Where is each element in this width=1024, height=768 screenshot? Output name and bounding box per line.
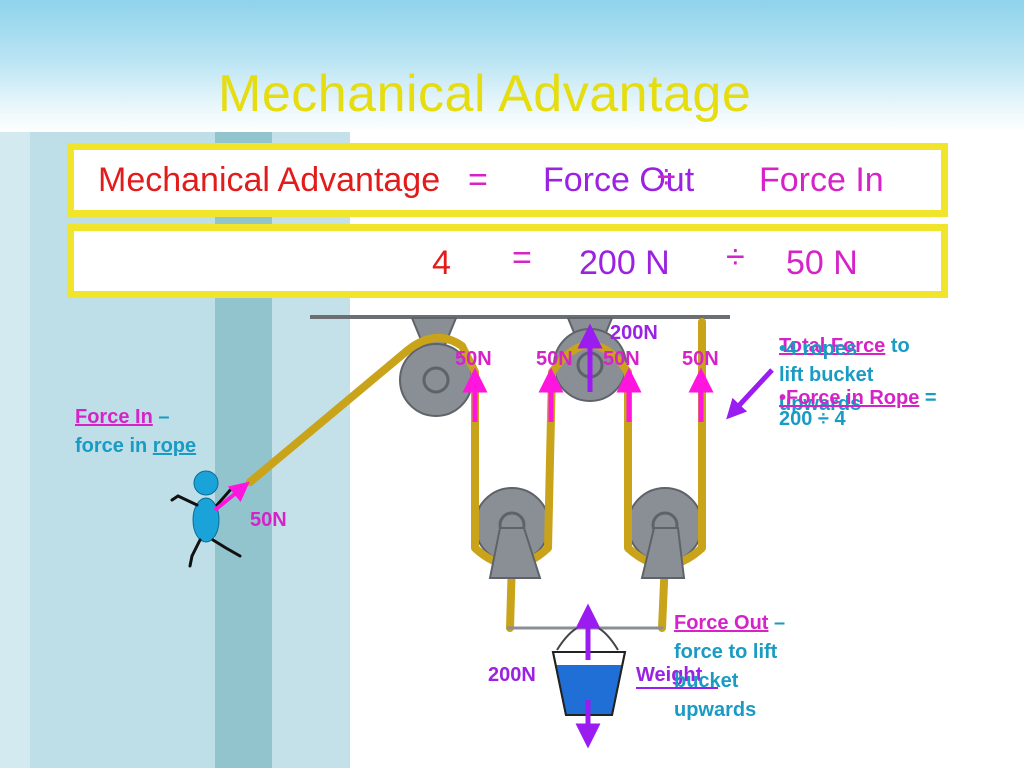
force-in-annotation: Force In – force in rope bbox=[75, 403, 196, 461]
force-in-dash: – bbox=[152, 406, 170, 428]
total-force-term: Total Force bbox=[779, 335, 886, 357]
total-force-line2: lift bucket bbox=[779, 364, 874, 386]
weight-force-label: 200N bbox=[488, 664, 536, 686]
rope-force-term: •Force in Rope bbox=[779, 387, 920, 409]
bottom-bracket-left bbox=[488, 527, 542, 579]
force-in-rope-link: rope bbox=[152, 435, 197, 457]
force-out-annotation: Force Out – force to lift bucket upwards bbox=[674, 609, 785, 725]
formula-box bbox=[67, 143, 948, 217]
force-out-line3: bucket bbox=[674, 670, 739, 692]
rope-force-label-1: 50N bbox=[455, 348, 492, 370]
force-in-term: Force In bbox=[75, 406, 153, 428]
formula-force-in: Force In bbox=[759, 161, 884, 199]
value-force-in: 50 N bbox=[786, 244, 858, 282]
weight-label: Weight bbox=[636, 664, 703, 686]
value-force-out: 200 N bbox=[579, 244, 670, 282]
person-figure bbox=[170, 470, 250, 568]
rope-force-suffix: = bbox=[919, 387, 937, 409]
background-top-band bbox=[0, 0, 1024, 132]
force-in-line2: force in bbox=[75, 435, 153, 457]
force-out-dash: – bbox=[768, 612, 786, 634]
force-out-line4: upwards bbox=[674, 699, 757, 721]
formula-divide: ÷ bbox=[657, 158, 676, 196]
values-box bbox=[67, 224, 948, 298]
value-divide: ÷ bbox=[726, 238, 745, 276]
total-force-line3: upwards bbox=[779, 393, 862, 415]
rope-force-label-3: 50N bbox=[603, 348, 640, 370]
value-ma: 4 bbox=[432, 244, 451, 282]
rope-count-annotation: •4 ropes •Force in Rope = 200 ÷ 4 bbox=[779, 335, 937, 434]
rope-count-line1: •4 ropes bbox=[779, 338, 858, 360]
formula-lhs: Mechanical Advantage bbox=[98, 161, 441, 199]
rope-force-label-4: 50N bbox=[682, 348, 719, 370]
top-force-label: 200N bbox=[610, 322, 658, 344]
rope-force-label-2: 50N bbox=[536, 348, 573, 370]
formula-equals: = bbox=[468, 161, 488, 199]
total-force-suffix: to bbox=[885, 335, 910, 357]
force-out-term: Force Out bbox=[674, 612, 769, 634]
formula-force-out: Force Out bbox=[543, 161, 695, 199]
bottom-bracket-right bbox=[640, 527, 686, 579]
total-force-annotation: Total Force to lift bucket upwards bbox=[779, 332, 910, 419]
force-out-line2: force to lift bbox=[674, 641, 778, 663]
rope-force-arrows bbox=[462, 367, 714, 422]
value-equals: = bbox=[512, 239, 532, 277]
rope-count-line3: 200 ÷ 4 bbox=[779, 408, 846, 430]
person-force-label: 50N bbox=[250, 509, 287, 531]
slide-title: Mechanical Advantage bbox=[218, 65, 752, 123]
pointer-arrow bbox=[726, 368, 774, 420]
